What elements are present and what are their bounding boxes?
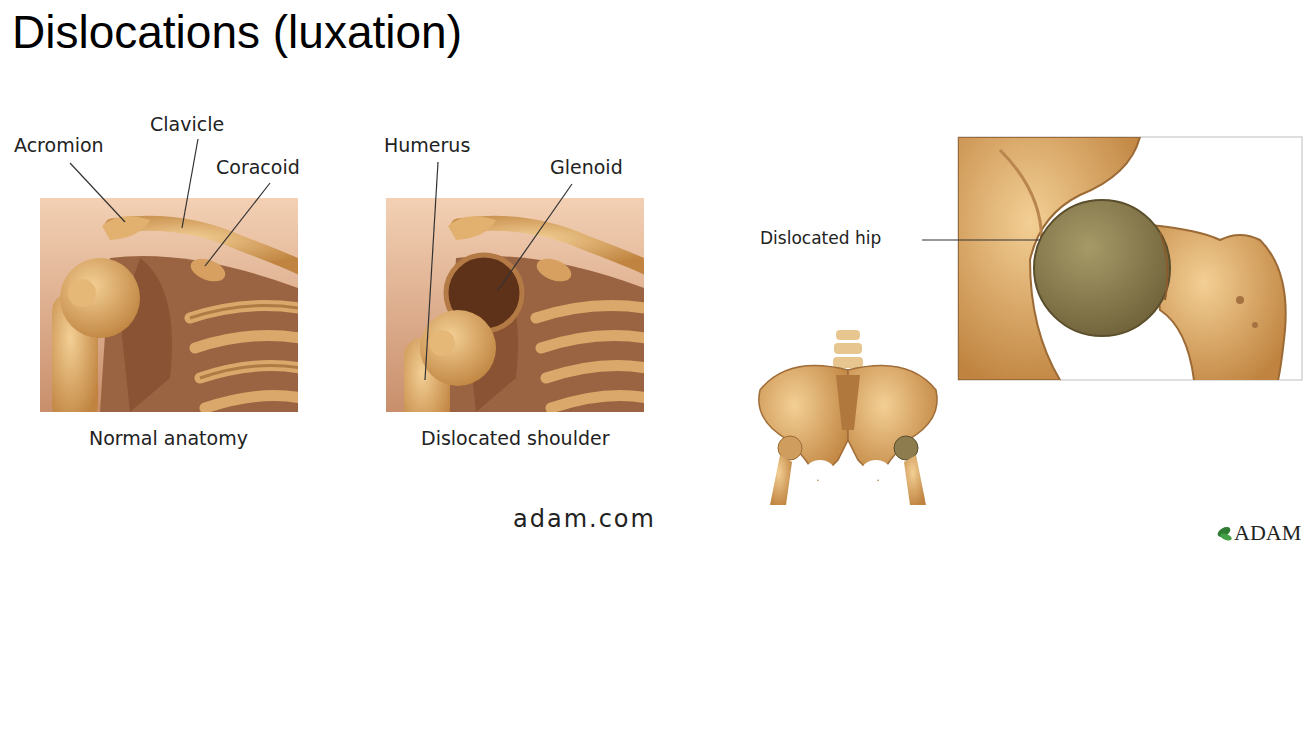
caption: Dislocated shoulder [421,428,610,450]
dislocated-shoulder-picture [386,198,656,438]
part-label: Dislocated hip [760,229,881,249]
watermark: adam.com [513,506,656,534]
leader-lines [70,139,1040,380]
caption: Normal anatomy [89,428,248,450]
normal-shoulder-picture [40,198,310,423]
dislocated-hip-picture [759,137,1302,505]
logo-text: ADAM [1234,520,1301,545]
part-label: Acromion [14,135,104,157]
part-label: Glenoid [550,157,623,179]
part-label: Coracoid [216,157,300,179]
logo-leaf [1216,525,1233,542]
slide-title: Dislocations (luxation) [12,6,462,59]
part-label: Clavicle [150,114,224,136]
part-label: Humerus [384,135,470,157]
